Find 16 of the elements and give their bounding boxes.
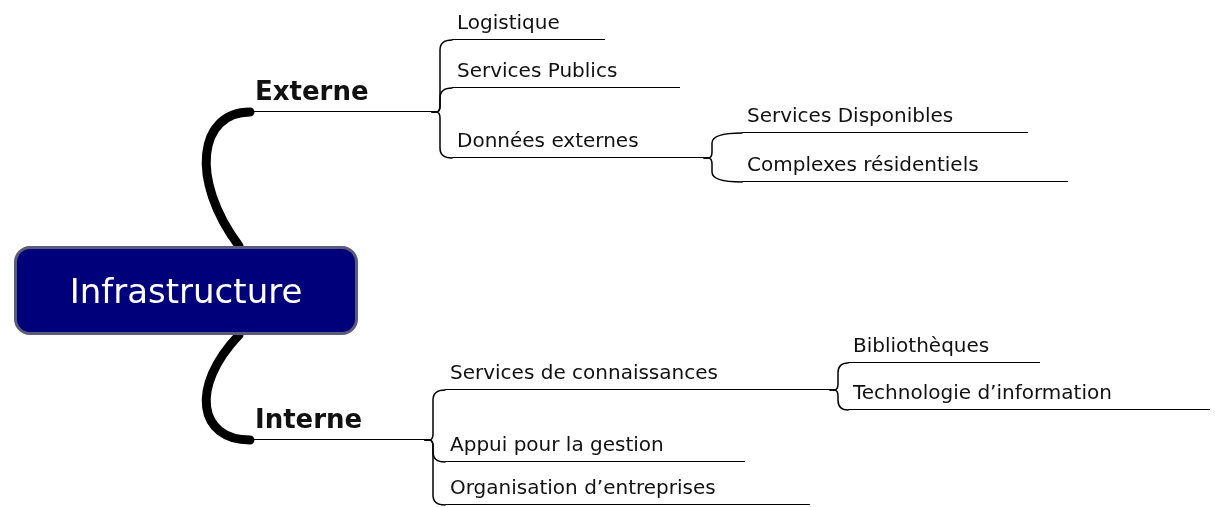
topic-text: Organisation d’entreprises [450, 475, 716, 499]
topic-text: Bibliothèques [853, 333, 990, 357]
topic-text: Données externes [457, 128, 639, 152]
topic-text: Services Disponibles [747, 103, 954, 127]
connector-line [829, 389, 849, 411]
topic-text: Logistique [457, 10, 560, 34]
topic-text: Infrastructure [69, 270, 303, 311]
topic-text: Complexes résidentiels [747, 152, 979, 176]
connector-line [703, 157, 743, 183]
topic-text: Services Publics [457, 58, 618, 82]
topic-text: Appui pour la gestion [450, 432, 664, 456]
topic-text: Services de connaissances [450, 360, 718, 384]
topic-text: Interne [255, 404, 363, 434]
topic-text: Externe [255, 76, 369, 106]
topic-text: Technologie d’information [853, 380, 1112, 404]
central-topic-box [14, 246, 358, 335]
